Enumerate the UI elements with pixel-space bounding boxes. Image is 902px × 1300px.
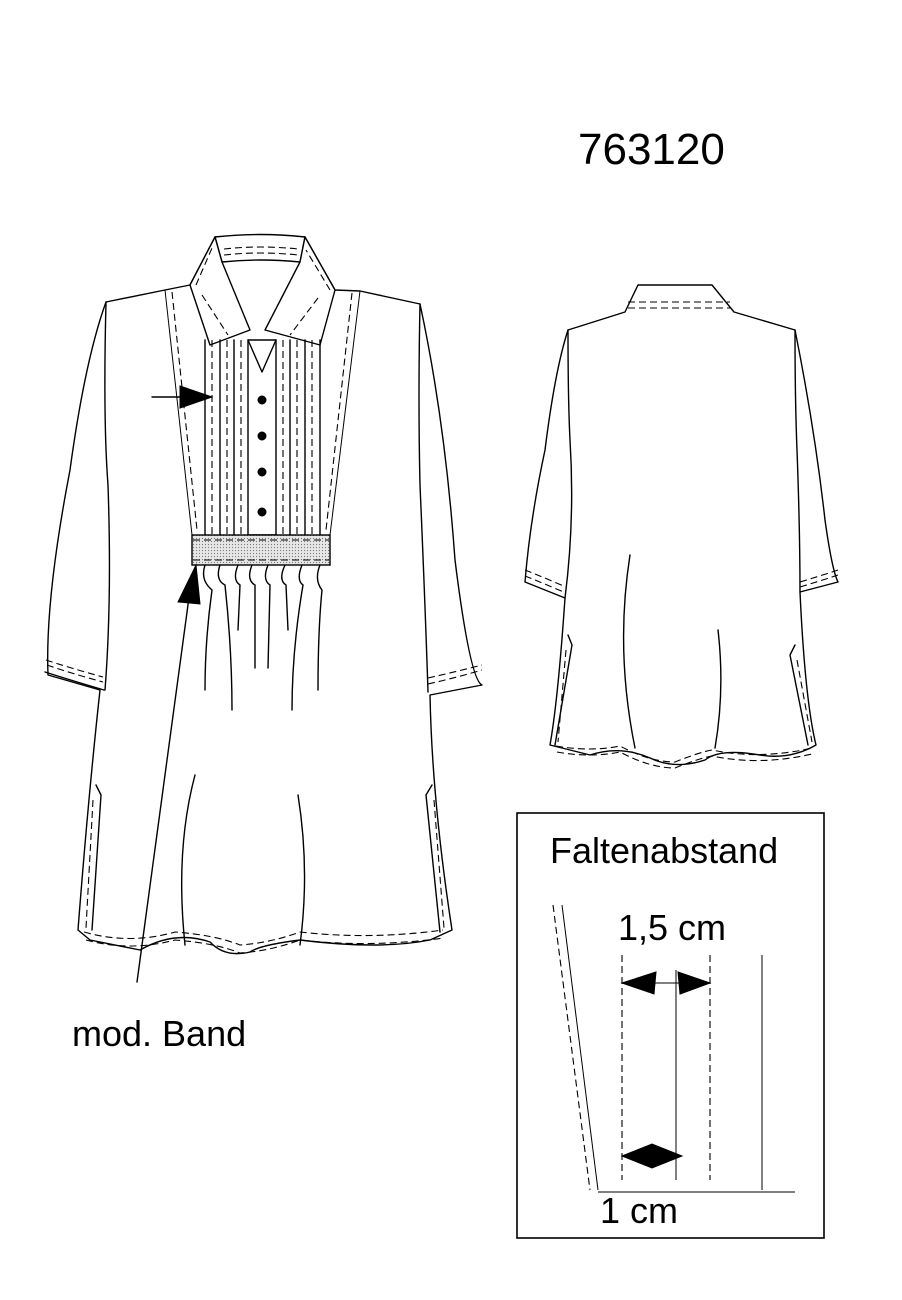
spacing-large-label: 1,5 cm: [618, 907, 727, 948]
back-body-outline: [524, 284, 839, 766]
front-view: [44, 233, 483, 983]
band-arrow: [177, 563, 201, 605]
detail-title: Faltenabstand: [550, 830, 779, 871]
front-body-outline: [46, 236, 483, 955]
detail-frame: [516, 812, 825, 1239]
band-annotation: mod. Band: [72, 1013, 247, 1054]
spacing-arrow-left: [620, 971, 657, 995]
pleat-arrow: [179, 385, 214, 409]
pleat-spacing-detail: [516, 812, 825, 1239]
spacing-arrow-right: [677, 971, 712, 995]
front-pleats: [204, 339, 321, 536]
back-view: [524, 284, 839, 769]
front-gathers: [202, 564, 323, 711]
spacing-small-marker: [620, 1143, 684, 1169]
model-number: 763120: [578, 125, 725, 174]
spacing-small-label: 1 cm: [600, 1190, 679, 1231]
front-buttons: [257, 395, 267, 517]
